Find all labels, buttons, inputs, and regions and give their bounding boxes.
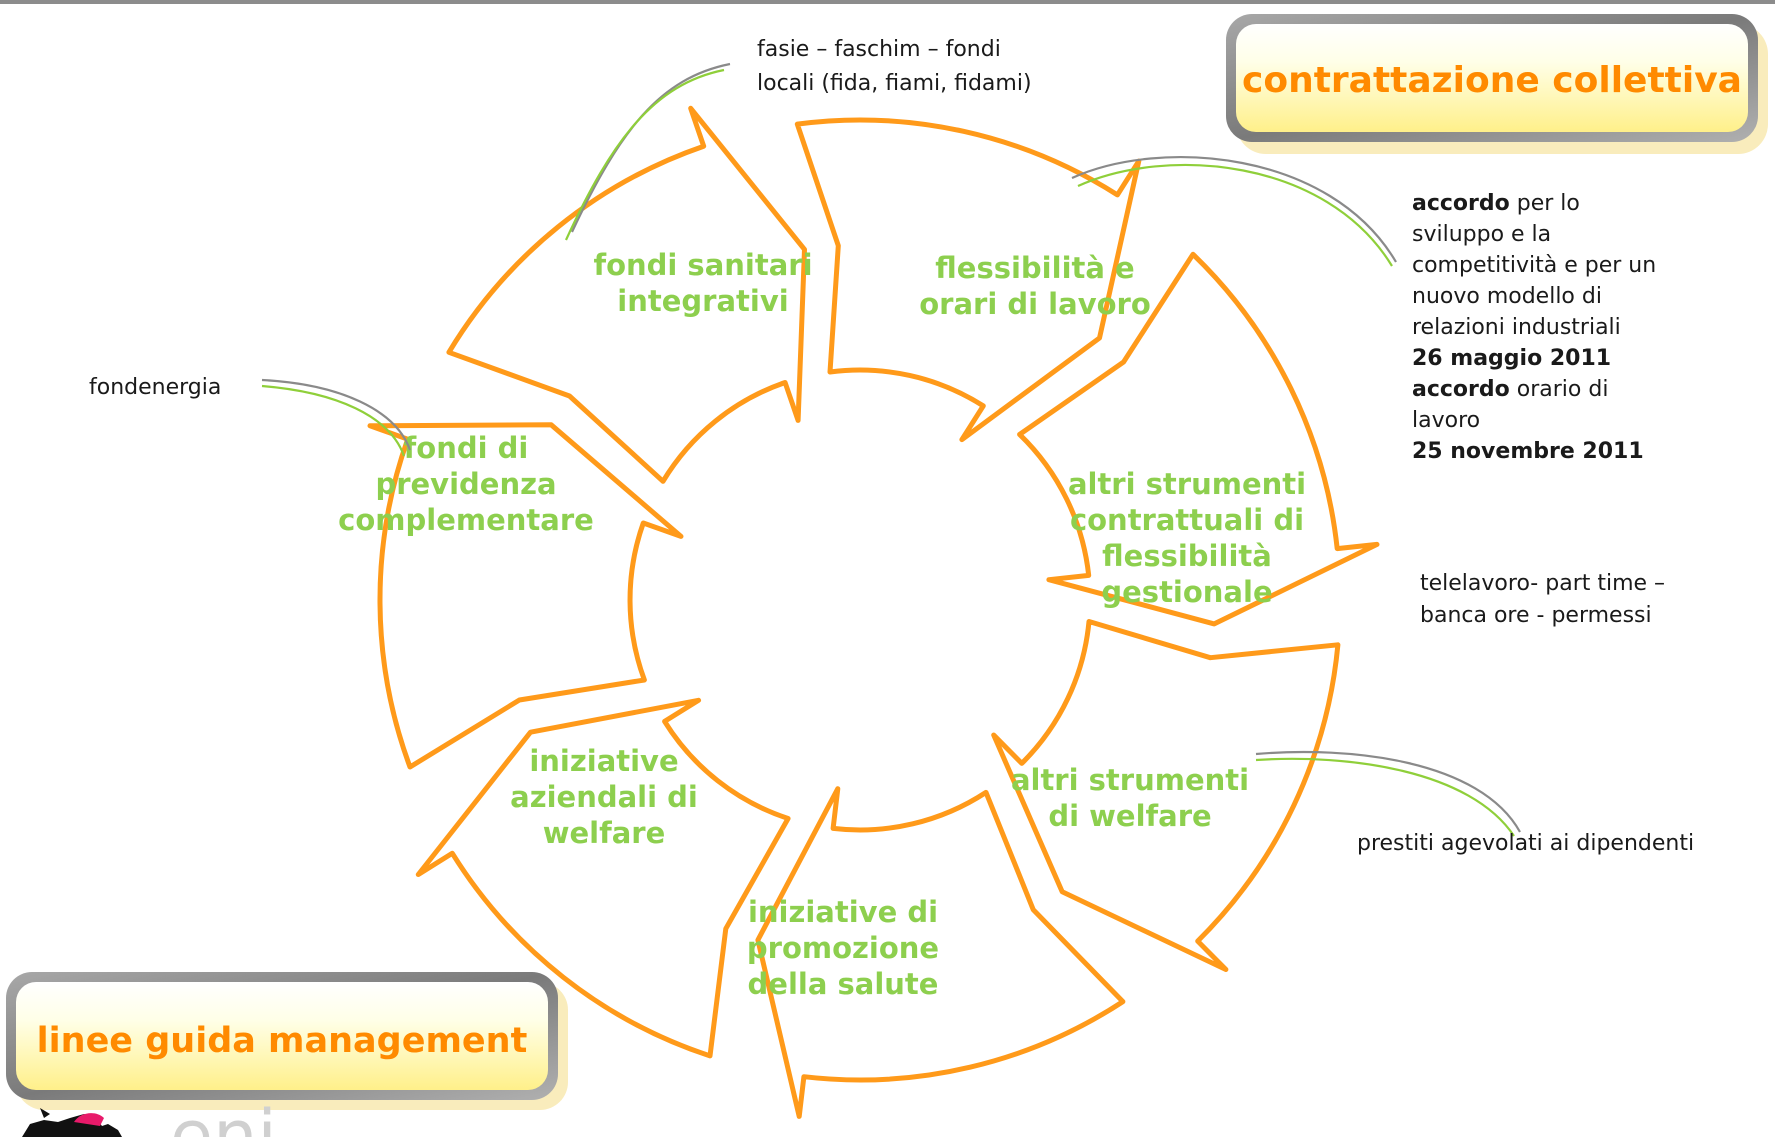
top-rule xyxy=(0,0,1775,4)
callout-accordi-line-3: competitività e per un xyxy=(1412,253,1656,278)
callout-accordi-line-4: nuovo modello di xyxy=(1412,284,1602,309)
callout-accordi-run: sviluppo e la xyxy=(1412,222,1551,247)
callout-accordi-line-7: accordo orario di xyxy=(1412,377,1608,402)
segment-label-promozione-salute-line-1: iniziative di xyxy=(748,895,938,929)
segment-label-altri-strumenti-flessibilita-line-4: gestionale xyxy=(1101,575,1272,609)
cycle-arrow-promozione-salute xyxy=(415,697,791,1059)
segment-label-fondi-previdenza-line-1: fondi di xyxy=(404,431,529,465)
callout-fondi-sanitari-line-2: locali (fida, fiami, fidami) xyxy=(757,71,1032,96)
callout-accordi-line-2: sviluppo e la xyxy=(1412,222,1551,247)
callout-accordi-bold-run: 26 maggio 2011 xyxy=(1412,346,1611,371)
callout-accordi-run: relazioni industriali xyxy=(1412,315,1621,340)
eni-logo-text: eni xyxy=(170,1095,277,1137)
connector-accordi xyxy=(1071,156,1397,267)
callout-accordi-bold-run: 25 novembre 2011 xyxy=(1412,439,1644,464)
segment-label-fondi-sanitari-line-1: fondi sanitari xyxy=(593,248,812,282)
contrattazione-box-title: contrattazione collettiva xyxy=(1242,60,1742,101)
callout-accordi-line-6: 26 maggio 2011 xyxy=(1412,346,1611,371)
contrattazione-collettiva-box: contrattazione collettiva xyxy=(1226,14,1768,154)
linee-guida-management-box: linee guida management xyxy=(6,972,568,1110)
six-legged-dog-icon xyxy=(22,1108,122,1137)
cycle-arrow-fondi-sanitari xyxy=(794,117,1142,443)
segment-label-flessibilita-line-2: orari di lavoro xyxy=(919,287,1151,321)
eni-logo: eni xyxy=(22,1095,277,1137)
callout-fondi-sanitari-line-1: fasie – faschim – fondi xyxy=(757,37,1001,62)
segment-label-flessibilita-line-1: flessibilità e xyxy=(935,251,1134,285)
segment-label-promozione-salute-line-3: della salute xyxy=(748,967,939,1001)
connector-fondi-sanitari xyxy=(565,62,731,241)
callout-accordi-run: lavoro xyxy=(1412,408,1480,433)
callout-accordi-line-5: relazioni industriali xyxy=(1412,315,1621,340)
contrattazione-box-inner xyxy=(1236,24,1748,132)
callout-accordi-line-8: lavoro xyxy=(1412,408,1480,433)
cycle-arrow-fondi-previdenza xyxy=(446,105,807,484)
segment-label-altri-strumenti-welfare-line-1: altri strumenti xyxy=(1011,763,1249,797)
callout-accordi-run: nuovo modello di xyxy=(1412,284,1602,309)
segment-label-iniziative-aziendali-line-3: welfare xyxy=(543,816,666,850)
callout-accordi-bold-run: accordo xyxy=(1412,377,1510,402)
connector-fondenergia xyxy=(261,378,412,457)
callout-flessibilita-line-1: telelavoro- part time – xyxy=(1420,571,1665,596)
segment-label-altri-strumenti-flessibilita-line-3: flessibilità xyxy=(1102,539,1272,573)
callout-flessibilita-gestionale: telelavoro- part time – banca ore - perm… xyxy=(1420,571,1665,628)
cycle-arrow-altri-strumenti-welfare xyxy=(755,786,1126,1119)
segment-label-iniziative-aziendali-line-2: aziendali di xyxy=(510,780,698,814)
callout-fondenergia: fondenergia xyxy=(89,375,221,400)
callout-accordi-run: orario di xyxy=(1510,377,1609,402)
callout-connectors xyxy=(261,62,1521,837)
callout-accordi-line-9: 25 novembre 2011 xyxy=(1412,439,1644,464)
segment-label-altri-strumenti-flessibilita-line-2: contrattuali di xyxy=(1070,503,1304,537)
segment-label-altri-strumenti-welfare-line-2: di welfare xyxy=(1048,799,1211,833)
callout-accordi-bold-run: accordo xyxy=(1412,191,1510,216)
segment-label-altri-strumenti-flessibilita-line-1: altri strumenti xyxy=(1068,467,1306,501)
segment-label-fondi-previdenza-line-3: complementare xyxy=(338,503,594,537)
callout-welfare: prestiti agevolati ai dipendenti xyxy=(1357,831,1694,856)
callout-fondi-sanitari: fasie – faschim – fondi locali (fida, fi… xyxy=(757,37,1032,96)
cycle-arrows xyxy=(367,105,1380,1119)
connector-welfare xyxy=(1255,750,1521,837)
linee-guida-box-inner xyxy=(16,982,548,1090)
callout-accordi-line-1: accordo per lo xyxy=(1412,191,1580,216)
segment-label-fondi-previdenza-line-2: previdenza xyxy=(375,467,556,501)
segment-label-promozione-salute-line-2: promozione xyxy=(747,931,939,965)
cycle-arrow-altri-strumenti-flessibilita xyxy=(991,619,1341,972)
segment-label-iniziative-aziendali-line-1: iniziative xyxy=(529,744,678,778)
cycle-arrow-iniziative-aziendali xyxy=(367,422,684,770)
callout-flessibilita-line-2: banca ore - permessi xyxy=(1420,603,1652,628)
linee-guida-box-title: linee guida management xyxy=(37,1021,528,1061)
segment-label-fondi-sanitari-line-2: integrativi xyxy=(617,284,788,318)
callout-accordi-run: per lo xyxy=(1510,191,1580,216)
cycle-arrow-flessibilita xyxy=(1017,251,1380,627)
callout-accordi-run: competitività e per un xyxy=(1412,253,1656,278)
callout-accordi: accordo per lo sviluppo e la competitività… xyxy=(1412,191,1656,464)
